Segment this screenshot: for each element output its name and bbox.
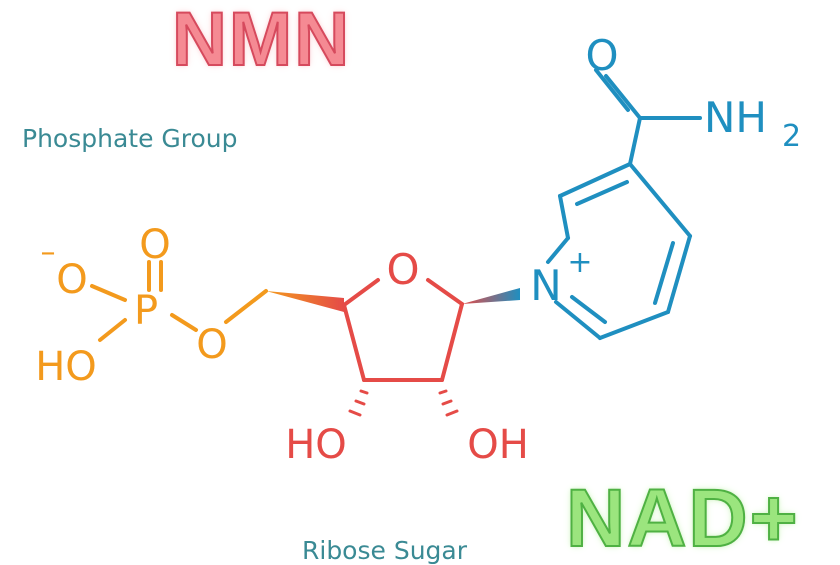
pyridinium-ring-bonds	[546, 68, 702, 340]
ribose-hashed-bonds	[348, 389, 459, 417]
phosphorus-atom: P	[134, 288, 158, 334]
ribose-ring-oxygen: O	[386, 245, 419, 294]
nad-plus-badge: NAD+	[565, 473, 800, 565]
amide-subscript: 2	[782, 119, 801, 154]
phosphate-anionic-oxygen: O	[56, 257, 87, 303]
phosphate-group-label: Phosphate Group	[22, 124, 238, 153]
pyridinium-nitrogen: N	[530, 261, 561, 310]
ribose-ring-bonds	[342, 278, 464, 382]
bridge-oxygen: O	[196, 322, 227, 368]
ribose-hydroxyl-left: HO	[285, 422, 347, 468]
minus-charge: –	[41, 235, 56, 270]
c4-wedge-bond	[266, 291, 344, 312]
ribose-hydroxyl-right: OH	[467, 422, 529, 468]
amide-oxygen: O	[585, 31, 618, 80]
c1-wedge-bond	[462, 288, 520, 304]
phosphate-bonds	[90, 260, 268, 342]
phosphate-double-oxygen: O	[139, 222, 170, 268]
plus-charge: +	[567, 245, 592, 280]
nmn-title: NMN	[171, 0, 352, 82]
phosphate-hydroxyl: HO	[35, 344, 97, 390]
amide-nh: NH	[704, 93, 767, 142]
